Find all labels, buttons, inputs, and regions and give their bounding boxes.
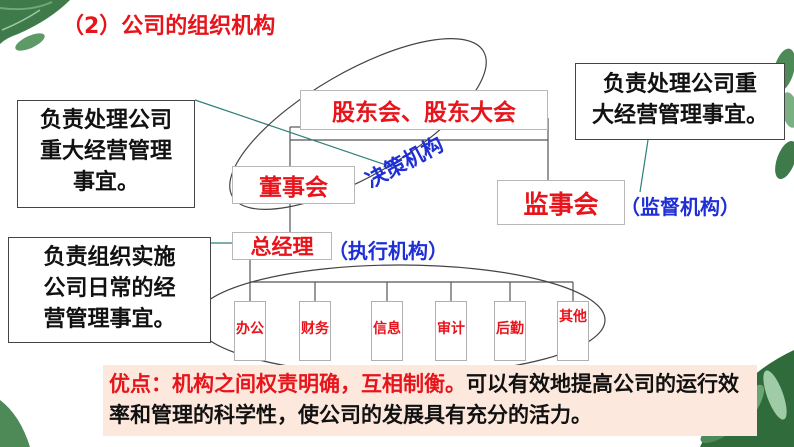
note-line: 营管理事宜。 <box>43 307 176 332</box>
dept-information: 信息 <box>371 301 403 361</box>
note-line: 重大经营管理 <box>39 139 172 164</box>
note-left-bottom: 负责组织实施 公司日常的经 营管理事宜。 <box>8 237 211 343</box>
page-title: （2）公司的组织机构 <box>62 14 276 39</box>
shareholders-label: 股东会、股东大会 <box>332 100 516 126</box>
gm-role: （执行机构） <box>328 239 448 263</box>
supervisory-role: （监督机构） <box>620 195 740 219</box>
note-line: 负责处理公司 <box>39 108 172 133</box>
note-line: 负责组织实施 <box>43 245 176 270</box>
note-line: 负责处理公司重 <box>602 72 757 97</box>
summary-highlight: 优点：机构之间权责明确，互相制衡。 <box>109 372 466 396</box>
dept-finance: 财务 <box>299 301 331 361</box>
leaf-decoration-top-left-icon <box>0 0 70 51</box>
board-label: 董事会 <box>259 175 328 201</box>
supervisory-label: 监事会 <box>523 189 599 219</box>
summary-box: 优点：机构之间权责明确，互相制衡。可以有效地提高公司的运行效率和管理的科学性，使… <box>103 365 757 436</box>
gm-label: 总经理 <box>250 235 314 259</box>
dept-logistics: 后勤 <box>494 301 526 361</box>
leaf-decoration-bottom-left-icon <box>0 400 30 447</box>
note-line: 事宜。 <box>72 170 139 195</box>
gm-box: 总经理 <box>232 232 332 260</box>
supervisory-box: 监事会 <box>497 180 625 225</box>
note-line: 公司日常的经 <box>43 276 176 301</box>
note-right-top: 负责处理公司重 大经营管理事宜。 <box>575 63 785 140</box>
summary-text: 可以有效地提高公司的运行效率和管理的科学性，使公司的发展具有充分的活力。 <box>109 372 739 427</box>
dept-audit: 审计 <box>435 301 467 361</box>
shareholders-box: 股东会、股东大会 <box>300 90 548 130</box>
annotation-lines <box>194 99 649 244</box>
board-box: 董事会 <box>232 166 355 204</box>
dept-other: 其他 <box>557 301 589 361</box>
note-line: 大经营管理事宜。 <box>591 103 768 128</box>
dept-office: 办公 <box>234 301 266 361</box>
note-left-top: 负责处理公司 重大经营管理 事宜。 <box>17 100 195 208</box>
